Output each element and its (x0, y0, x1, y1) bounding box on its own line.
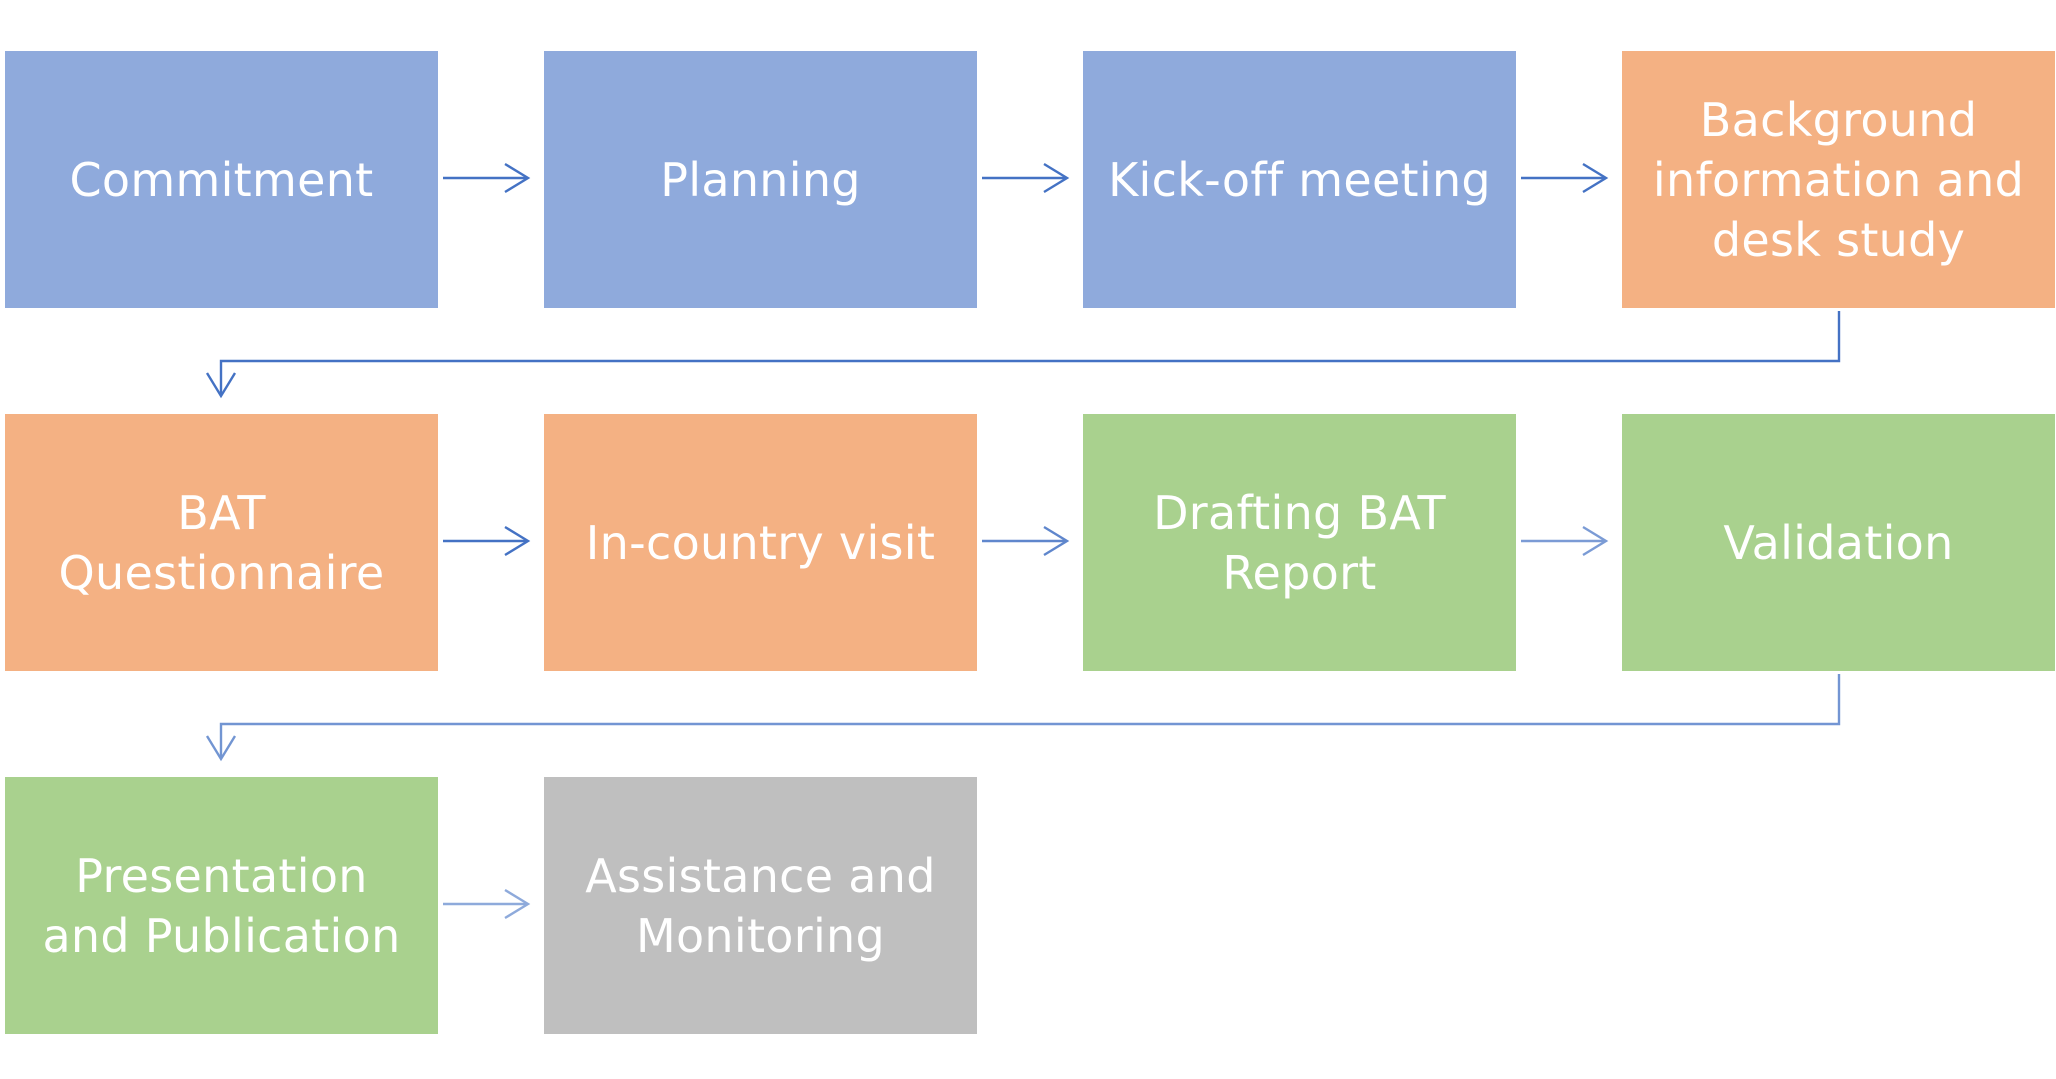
arrow-right (1521, 162, 1609, 194)
step-label: Validation (1723, 515, 1954, 570)
step-label: Drafting BAT Report (1153, 485, 1446, 600)
arrow-right (443, 525, 531, 557)
arrow-elbow (205, 674, 1841, 762)
arrow-right (982, 525, 1070, 557)
step-presentation-and-publication: Presentation and Publication (5, 777, 438, 1034)
arrow-right (1521, 525, 1609, 557)
step-label: Planning (660, 152, 861, 207)
step-background-information: Background information and desk study (1622, 51, 2055, 308)
step-label: Background information and desk study (1652, 92, 2025, 267)
step-label: Kick-off meeting (1108, 152, 1491, 207)
step-assistance-and-monitoring: Assistance and Monitoring (544, 777, 977, 1034)
step-label: Presentation and Publication (42, 848, 401, 963)
step-drafting-bat-report: Drafting BAT Report (1083, 414, 1516, 671)
step-label: Assistance and Monitoring (585, 848, 936, 963)
step-label: In-country visit (585, 515, 936, 570)
arrow-right (982, 162, 1070, 194)
step-in-country-visit: In-country visit (544, 414, 977, 671)
step-label: Commitment (69, 152, 374, 207)
arrow-elbow (205, 311, 1841, 399)
step-commitment: Commitment (5, 51, 438, 308)
step-validation: Validation (1622, 414, 2055, 671)
step-bat-questionnaire: BAT Questionnaire (5, 414, 438, 671)
arrow-right (443, 888, 531, 920)
arrow-right (443, 162, 531, 194)
step-label: BAT Questionnaire (58, 485, 385, 600)
step-planning: Planning (544, 51, 977, 308)
step-kick-off-meeting: Kick-off meeting (1083, 51, 1516, 308)
